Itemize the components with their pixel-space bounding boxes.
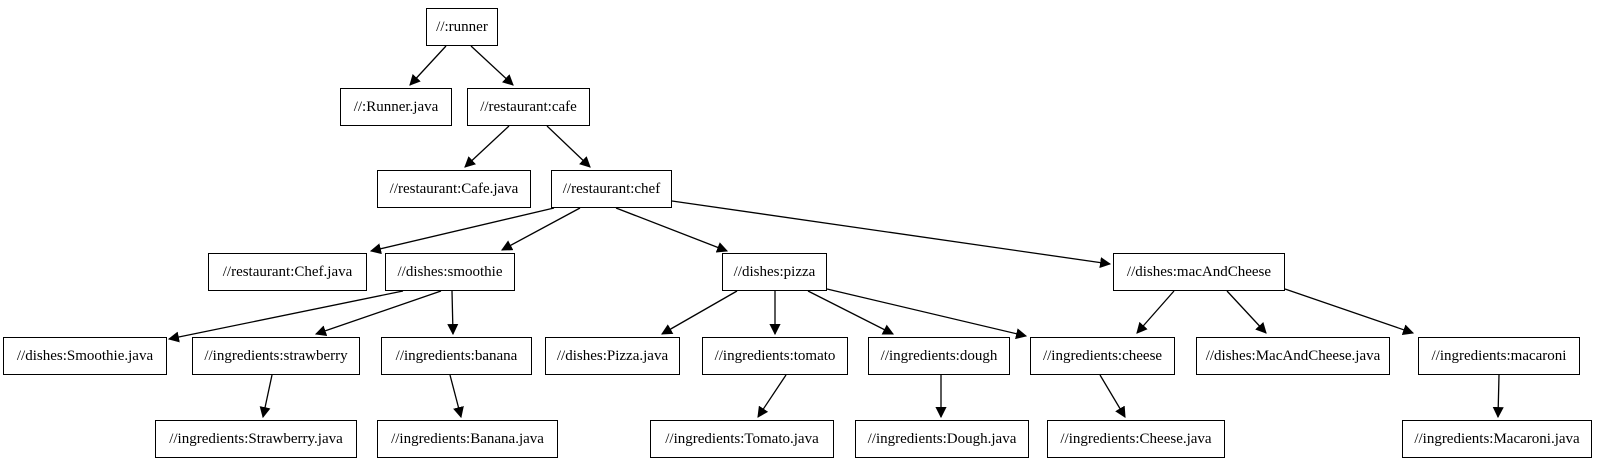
edge-runner-to-cafe — [470, 45, 514, 86]
edge-pizza-to-dough — [807, 290, 894, 335]
graph-node-macaroni: //ingredients:macaroni — [1418, 337, 1580, 375]
graph-node-cheese: //ingredients:cheese — [1030, 337, 1175, 375]
graph-node-cafe-java: //restaurant:Cafe.java — [377, 170, 531, 208]
edge-macaroni-to-macaroni-java — [1492, 374, 1504, 419]
graph-node-strawberry: //ingredients:strawberry — [192, 337, 360, 375]
graph-node-chef: //restaurant:chef — [551, 170, 672, 208]
graph-node-strawberry-java: //ingredients:Strawberry.java — [155, 420, 357, 458]
graph-node-mac-java: //dishes:MacAndCheese.java — [1196, 337, 1390, 375]
graph-node-runner-java: //:Runner.java — [340, 88, 452, 126]
graph-node-dough: //ingredients:dough — [868, 337, 1010, 375]
graph-node-banana-java: //ingredients:Banana.java — [377, 420, 558, 458]
edge-cafe-to-chef — [546, 125, 591, 168]
graph-node-dough-java: //ingredients:Dough.java — [855, 420, 1029, 458]
graph-node-mac: //dishes:macAndCheese — [1113, 253, 1285, 291]
graph-node-cheese-java: //ingredients:Cheese.java — [1047, 420, 1225, 458]
graph-node-tomato: //ingredients:tomato — [702, 337, 848, 375]
edge-chef-to-smoothie — [501, 207, 581, 251]
graph-node-pizza: //dishes:pizza — [722, 253, 827, 291]
edge-pizza-to-cheese — [826, 288, 1028, 340]
edge-chef-to-chef-java — [369, 207, 555, 255]
edge-smoothie-to-banana — [447, 290, 459, 336]
graph-node-macaroni-java: //ingredients:Macaroni.java — [1402, 420, 1592, 458]
edge-chef-to-mac — [671, 200, 1112, 269]
edge-tomato-to-tomato-java — [757, 374, 787, 418]
edge-mac-to-macaroni — [1284, 288, 1415, 335]
edge-mac-to-mac-java — [1226, 290, 1267, 334]
edge-cheese-to-cheese-java — [1099, 374, 1126, 418]
edge-cafe-to-cafe-java — [464, 125, 510, 168]
graph-node-banana: //ingredients:banana — [381, 337, 532, 375]
edge-mac-to-cheese — [1136, 290, 1175, 334]
edge-strawberry-to-strawberry-java — [259, 374, 273, 419]
edge-pizza-to-pizza-java — [661, 290, 738, 335]
graph-node-smoothie: //dishes:smoothie — [385, 253, 515, 291]
edge-banana-to-banana-java — [449, 374, 464, 419]
graph-node-tomato-java: //ingredients:Tomato.java — [650, 420, 834, 458]
graph-node-cafe: //restaurant:cafe — [467, 88, 590, 126]
edge-runner-to-runner-java — [409, 45, 447, 86]
edge-smoothie-to-strawberry — [314, 290, 442, 336]
graph-node-chef-java: //restaurant:Chef.java — [208, 253, 367, 291]
graph-node-smoothie-java: //dishes:Smoothie.java — [3, 337, 167, 375]
graph-node-runner: //:runner — [426, 8, 498, 46]
edge-smoothie-to-smoothie-java — [167, 290, 404, 343]
graph-node-pizza-java: //dishes:Pizza.java — [545, 337, 680, 375]
edge-chef-to-pizza — [615, 207, 729, 253]
